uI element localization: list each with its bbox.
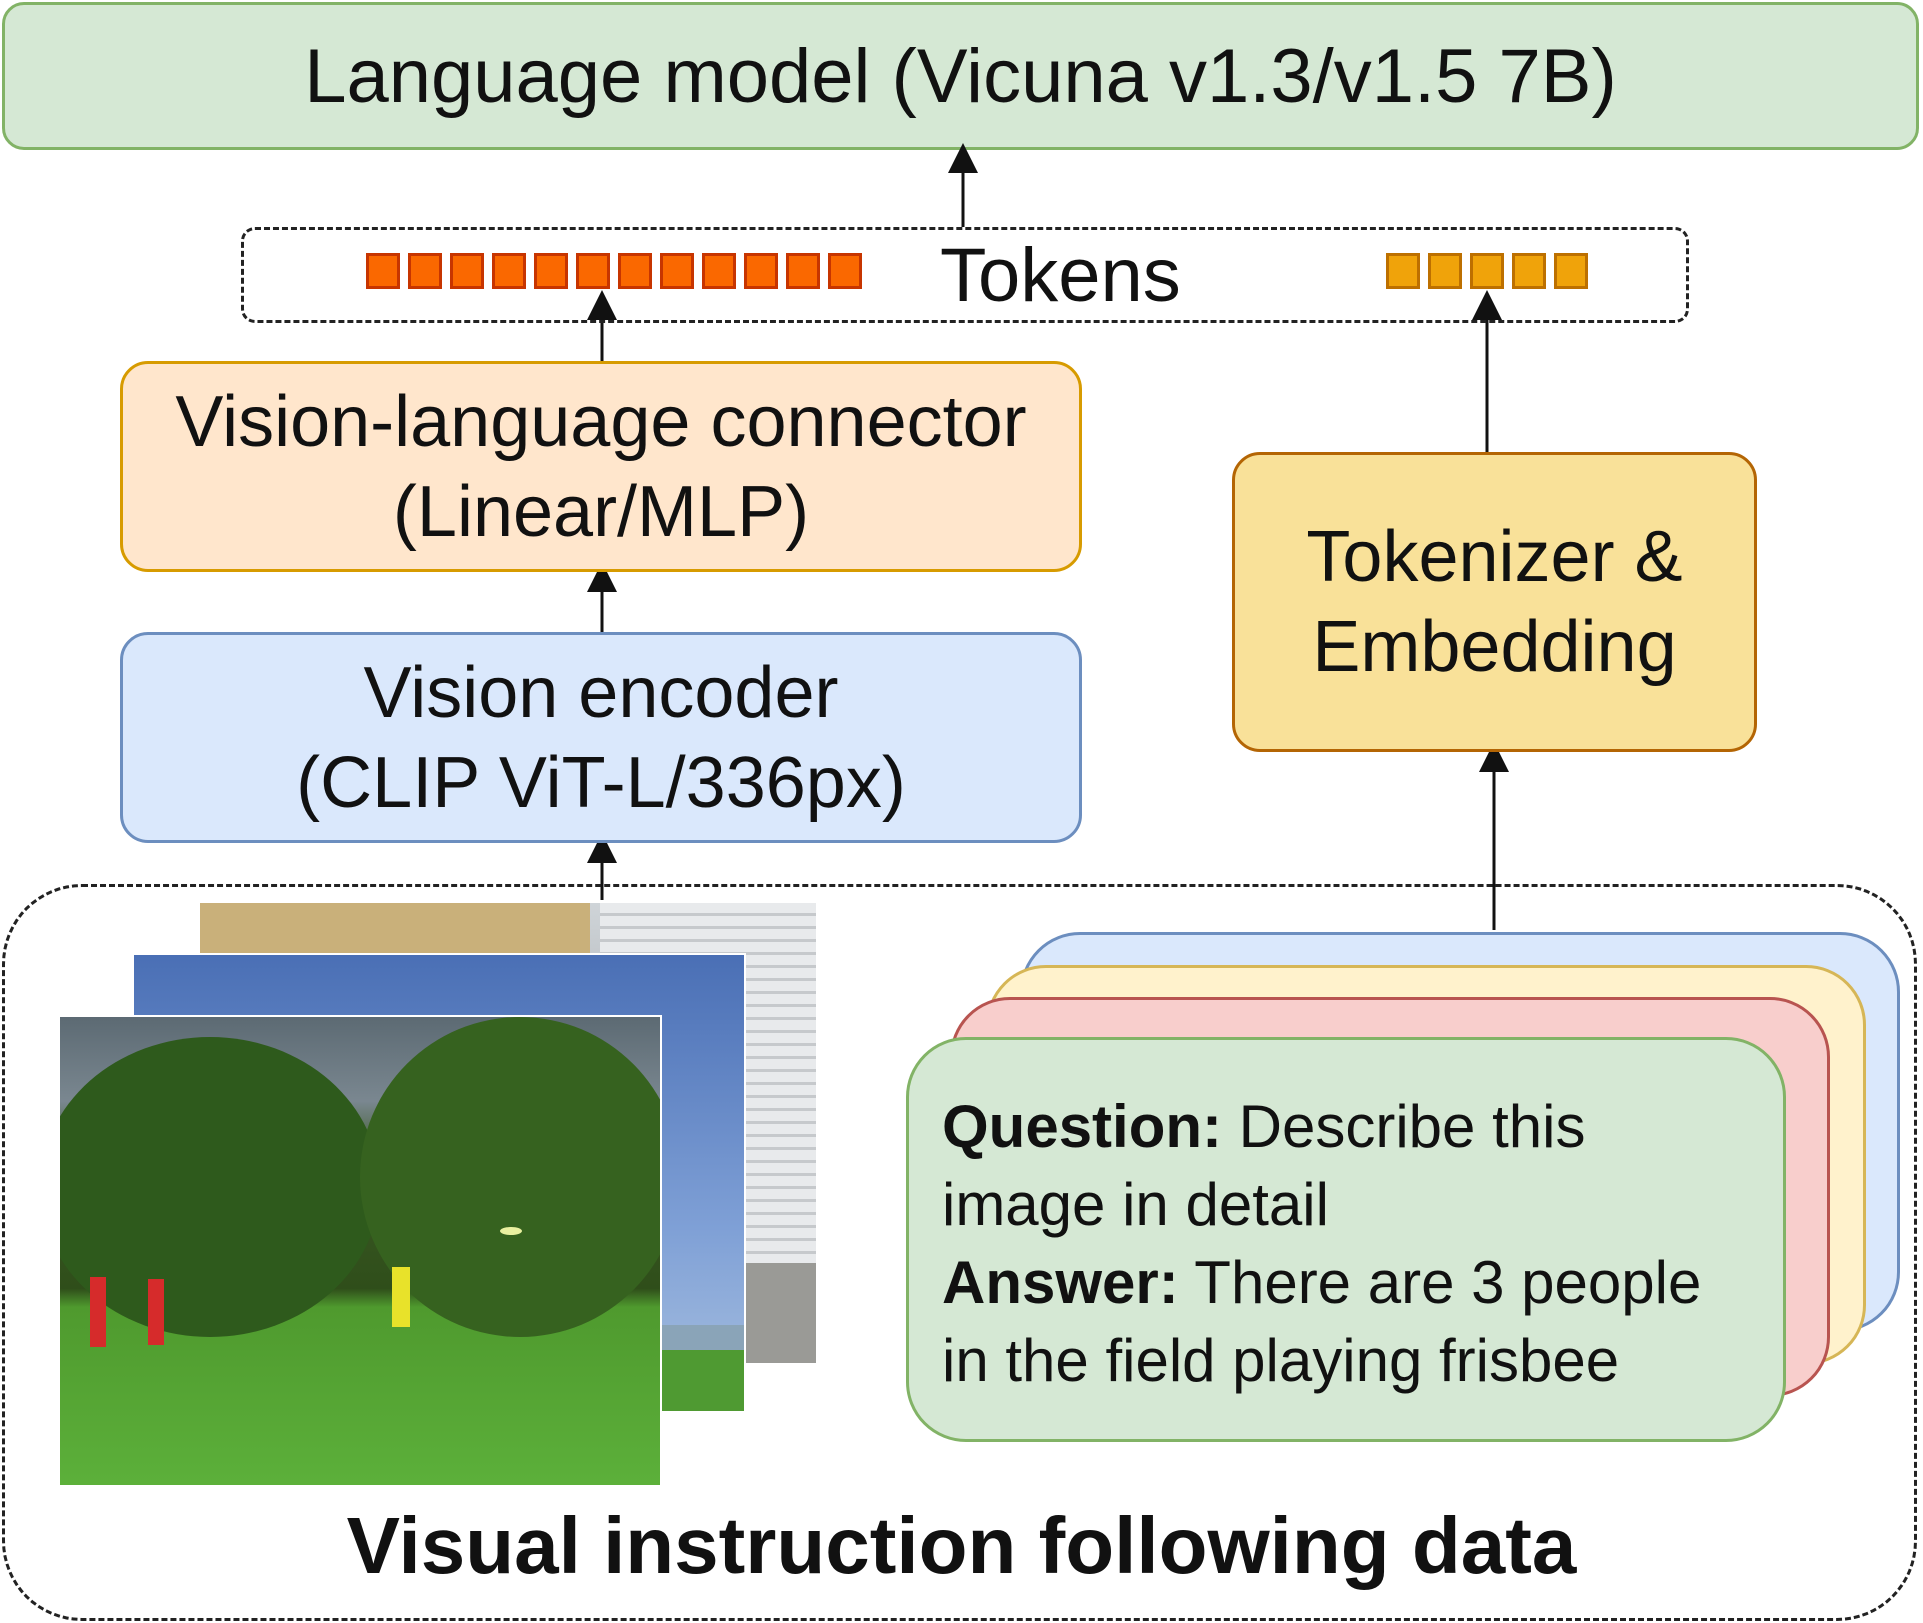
answer-text-2: in the field playing frisbee <box>942 1327 1620 1394</box>
text-card-green <box>906 1037 1786 1442</box>
tokenizer-label-line1: Tokenizer & <box>1306 517 1683 597</box>
tokens-frame <box>241 227 1689 323</box>
vision-token <box>534 253 568 289</box>
vision-token <box>618 253 652 289</box>
encoder-label-line1: Vision encoder <box>363 652 839 733</box>
data-title: Visual instruction following data <box>346 1501 1577 1590</box>
vision-language-connector-box: Vision-language connector (Linear/MLP) <box>120 361 1082 572</box>
encoder-label-line2: (CLIP ViT-L/336px) <box>296 742 906 823</box>
tokens-label: Tokens <box>940 233 1181 318</box>
connector-label-line2: (Linear/MLP) <box>392 471 810 552</box>
visual-instruction-data-frame <box>2 884 1917 1621</box>
vision-token <box>828 253 862 289</box>
connector-label-line1: Vision-language connector <box>175 381 1027 462</box>
vision-token <box>408 253 442 289</box>
vision-token <box>786 253 820 289</box>
tokenizer-label-line2: Embedding <box>1312 607 1677 687</box>
vision-token <box>744 253 778 289</box>
text-token <box>1428 253 1462 289</box>
text-token <box>1470 253 1504 289</box>
language-model-label: Language model (Vicuna v1.3/v1.5 7B) <box>304 33 1617 119</box>
language-model-box: Language model (Vicuna v1.3/v1.5 7B) <box>2 2 1919 150</box>
tokenizer-embedding-box: Tokenizer & Embedding <box>1232 452 1757 752</box>
vision-token <box>366 253 400 289</box>
answer-text-1: There are 3 people <box>1178 1249 1702 1316</box>
question-label: Question: <box>942 1093 1222 1160</box>
question-text-2: image in detail <box>942 1171 1329 1238</box>
text-token <box>1554 253 1588 289</box>
photo-front-frisbee-field <box>58 1015 662 1487</box>
vision-encoder-box: Vision encoder (CLIP ViT-L/336px) <box>120 632 1082 843</box>
question-line1: Question: Describe this <box>942 1092 1585 1161</box>
vision-token <box>450 253 484 289</box>
question-text-1: Describe this <box>1222 1093 1586 1160</box>
vision-token <box>576 253 610 289</box>
answer-label: Answer: <box>942 1249 1179 1316</box>
vision-token <box>702 253 736 289</box>
vision-token <box>660 253 694 289</box>
text-token <box>1386 253 1420 289</box>
text-token <box>1512 253 1546 289</box>
answer-line1: Answer: There are 3 people <box>942 1248 1701 1317</box>
vision-token <box>492 253 526 289</box>
